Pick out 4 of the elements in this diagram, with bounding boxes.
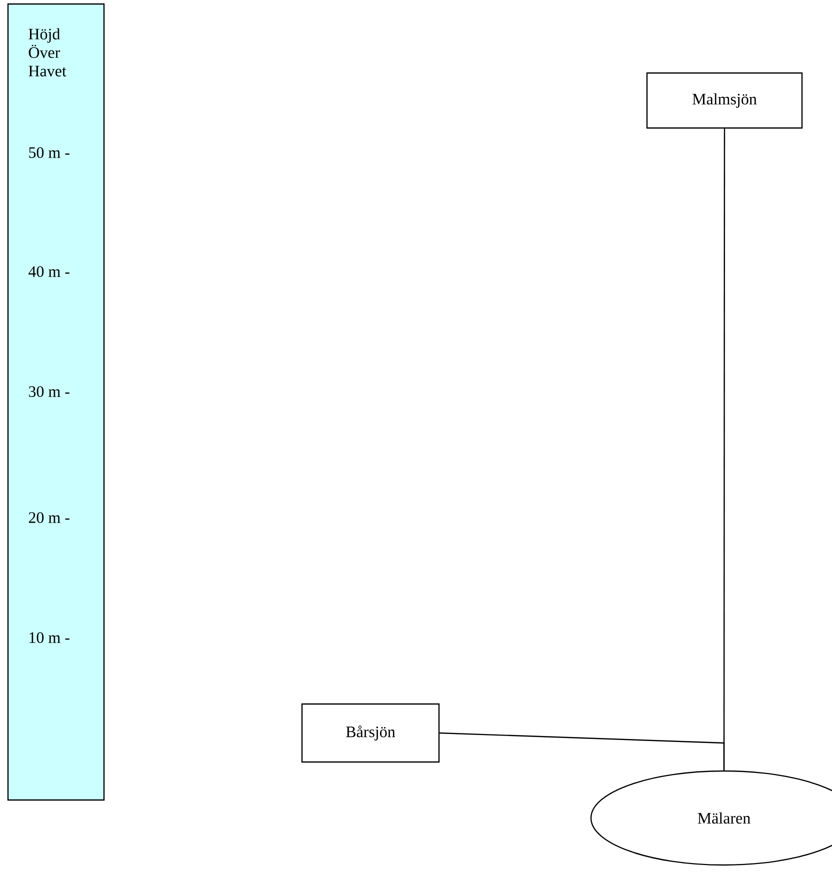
lake-box: Malmsjön bbox=[646, 72, 803, 129]
scale-band: Höjd Över Havet 50 m - 40 m - 30 m - 20 m - 10 m - bbox=[7, 3, 105, 801]
lake-box: Bårsjön bbox=[301, 703, 440, 763]
connector-line bbox=[440, 732, 725, 770]
